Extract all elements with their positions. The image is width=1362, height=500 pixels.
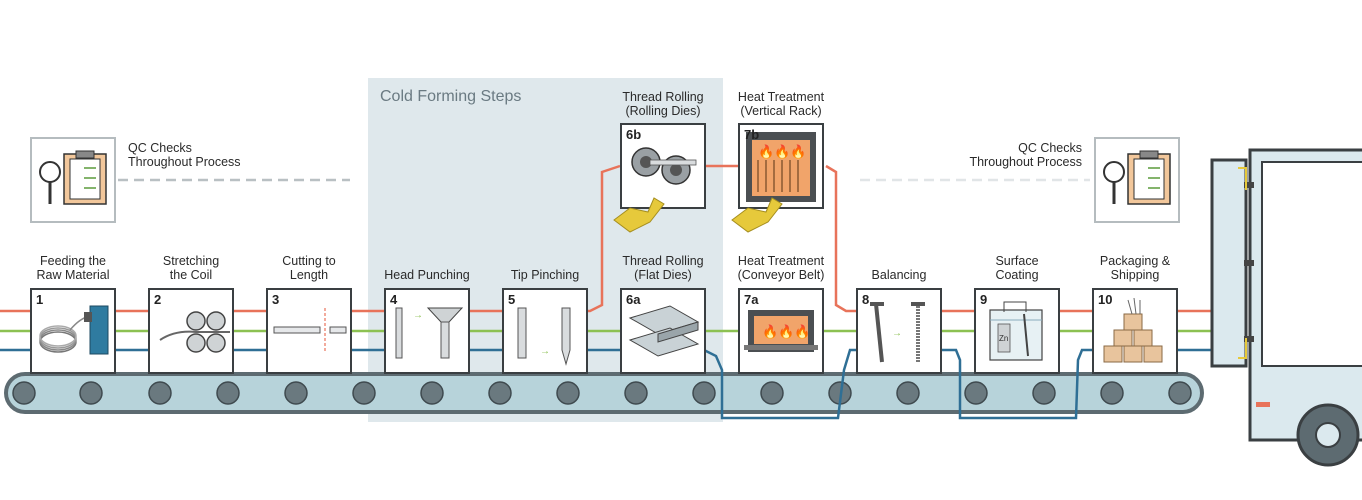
cold-forming-title: Cold Forming Steps — [380, 88, 522, 105]
coil-feeder-icon — [39, 305, 109, 355]
rollers-icon — [159, 311, 230, 353]
svg-text:→: → — [540, 346, 550, 357]
step-number-6a: 6a — [626, 292, 641, 307]
qc-label-right-line1: QC Checks — [1018, 141, 1082, 155]
step-number-7a: 7a — [744, 292, 759, 307]
qc-label-right: QC Checks Throughout Process — [969, 141, 1082, 169]
step-label-6a: Thread Rolling(Flat Dies) — [622, 254, 704, 282]
step-label-5: Tip Pinching — [510, 268, 580, 282]
step-number-10: 10 — [1098, 292, 1113, 307]
surface-coating-icon: Zn — [989, 301, 1043, 361]
flat-dies-icon — [628, 305, 700, 357]
svg-text:→: → — [413, 310, 423, 321]
robot-arm-icon-6b — [613, 197, 665, 233]
rolling-dies-icon — [631, 147, 697, 185]
step-number-3: 3 — [272, 292, 280, 307]
step-label-7a: Heat Treatment(Conveyor Belt) — [737, 254, 825, 282]
step-number-5: 5 — [508, 292, 516, 307]
packaging-boxes-icon — [1103, 297, 1163, 363]
svg-text:→: → — [892, 328, 902, 339]
qc-label-left-line2: Throughout Process — [128, 155, 241, 169]
step-number-8: 8 — [862, 292, 870, 307]
balancing-icon: → — [870, 302, 925, 363]
qc-label-left-line1: QC Checks — [128, 141, 192, 155]
robot-arm-icon-7b — [731, 197, 783, 233]
step-number-6b: 6b — [626, 127, 642, 142]
conveyor-belt — [4, 372, 1204, 414]
step-label-7b: Heat Treatment(Vertical Rack) — [737, 90, 825, 118]
step-number-7b: 7b — [744, 127, 760, 142]
cut-wire-icon — [273, 308, 347, 352]
step-number-2: 2 — [154, 292, 162, 307]
step-number-1: 1 — [36, 292, 44, 307]
step-label-6b: Thread Rolling(Rolling Dies) — [622, 90, 704, 118]
furnace-conveyor-icon: 🔥🔥🔥 — [744, 310, 818, 352]
step-label-10: Packaging &Shipping — [1099, 254, 1171, 282]
qc-label-right-line2: Throughout Process — [969, 155, 1082, 169]
svg-text:🔥🔥🔥: 🔥🔥🔥 — [762, 324, 811, 339]
step-number-9: 9 — [980, 292, 988, 307]
head-punching-icon: → — [395, 307, 464, 359]
qc-label-left: QC Checks Throughout Process — [128, 141, 241, 169]
step-label-4: Head Punching — [384, 268, 470, 282]
qc-clipboard-icon-left — [30, 137, 116, 223]
vertical-rack-furnace-icon: 🔥🔥🔥 — [746, 132, 816, 202]
tip-pinching-icon: → — [517, 307, 571, 366]
step-number-4: 4 — [390, 292, 398, 307]
truck-icon — [1210, 148, 1362, 467]
zinc-label: Zn — [999, 334, 1008, 343]
step-label-8: Balancing — [871, 268, 927, 282]
qc-clipboard-icon-right — [1094, 137, 1180, 223]
svg-text:🔥🔥🔥: 🔥🔥🔥 — [758, 144, 807, 159]
step-box-5 — [502, 288, 588, 374]
